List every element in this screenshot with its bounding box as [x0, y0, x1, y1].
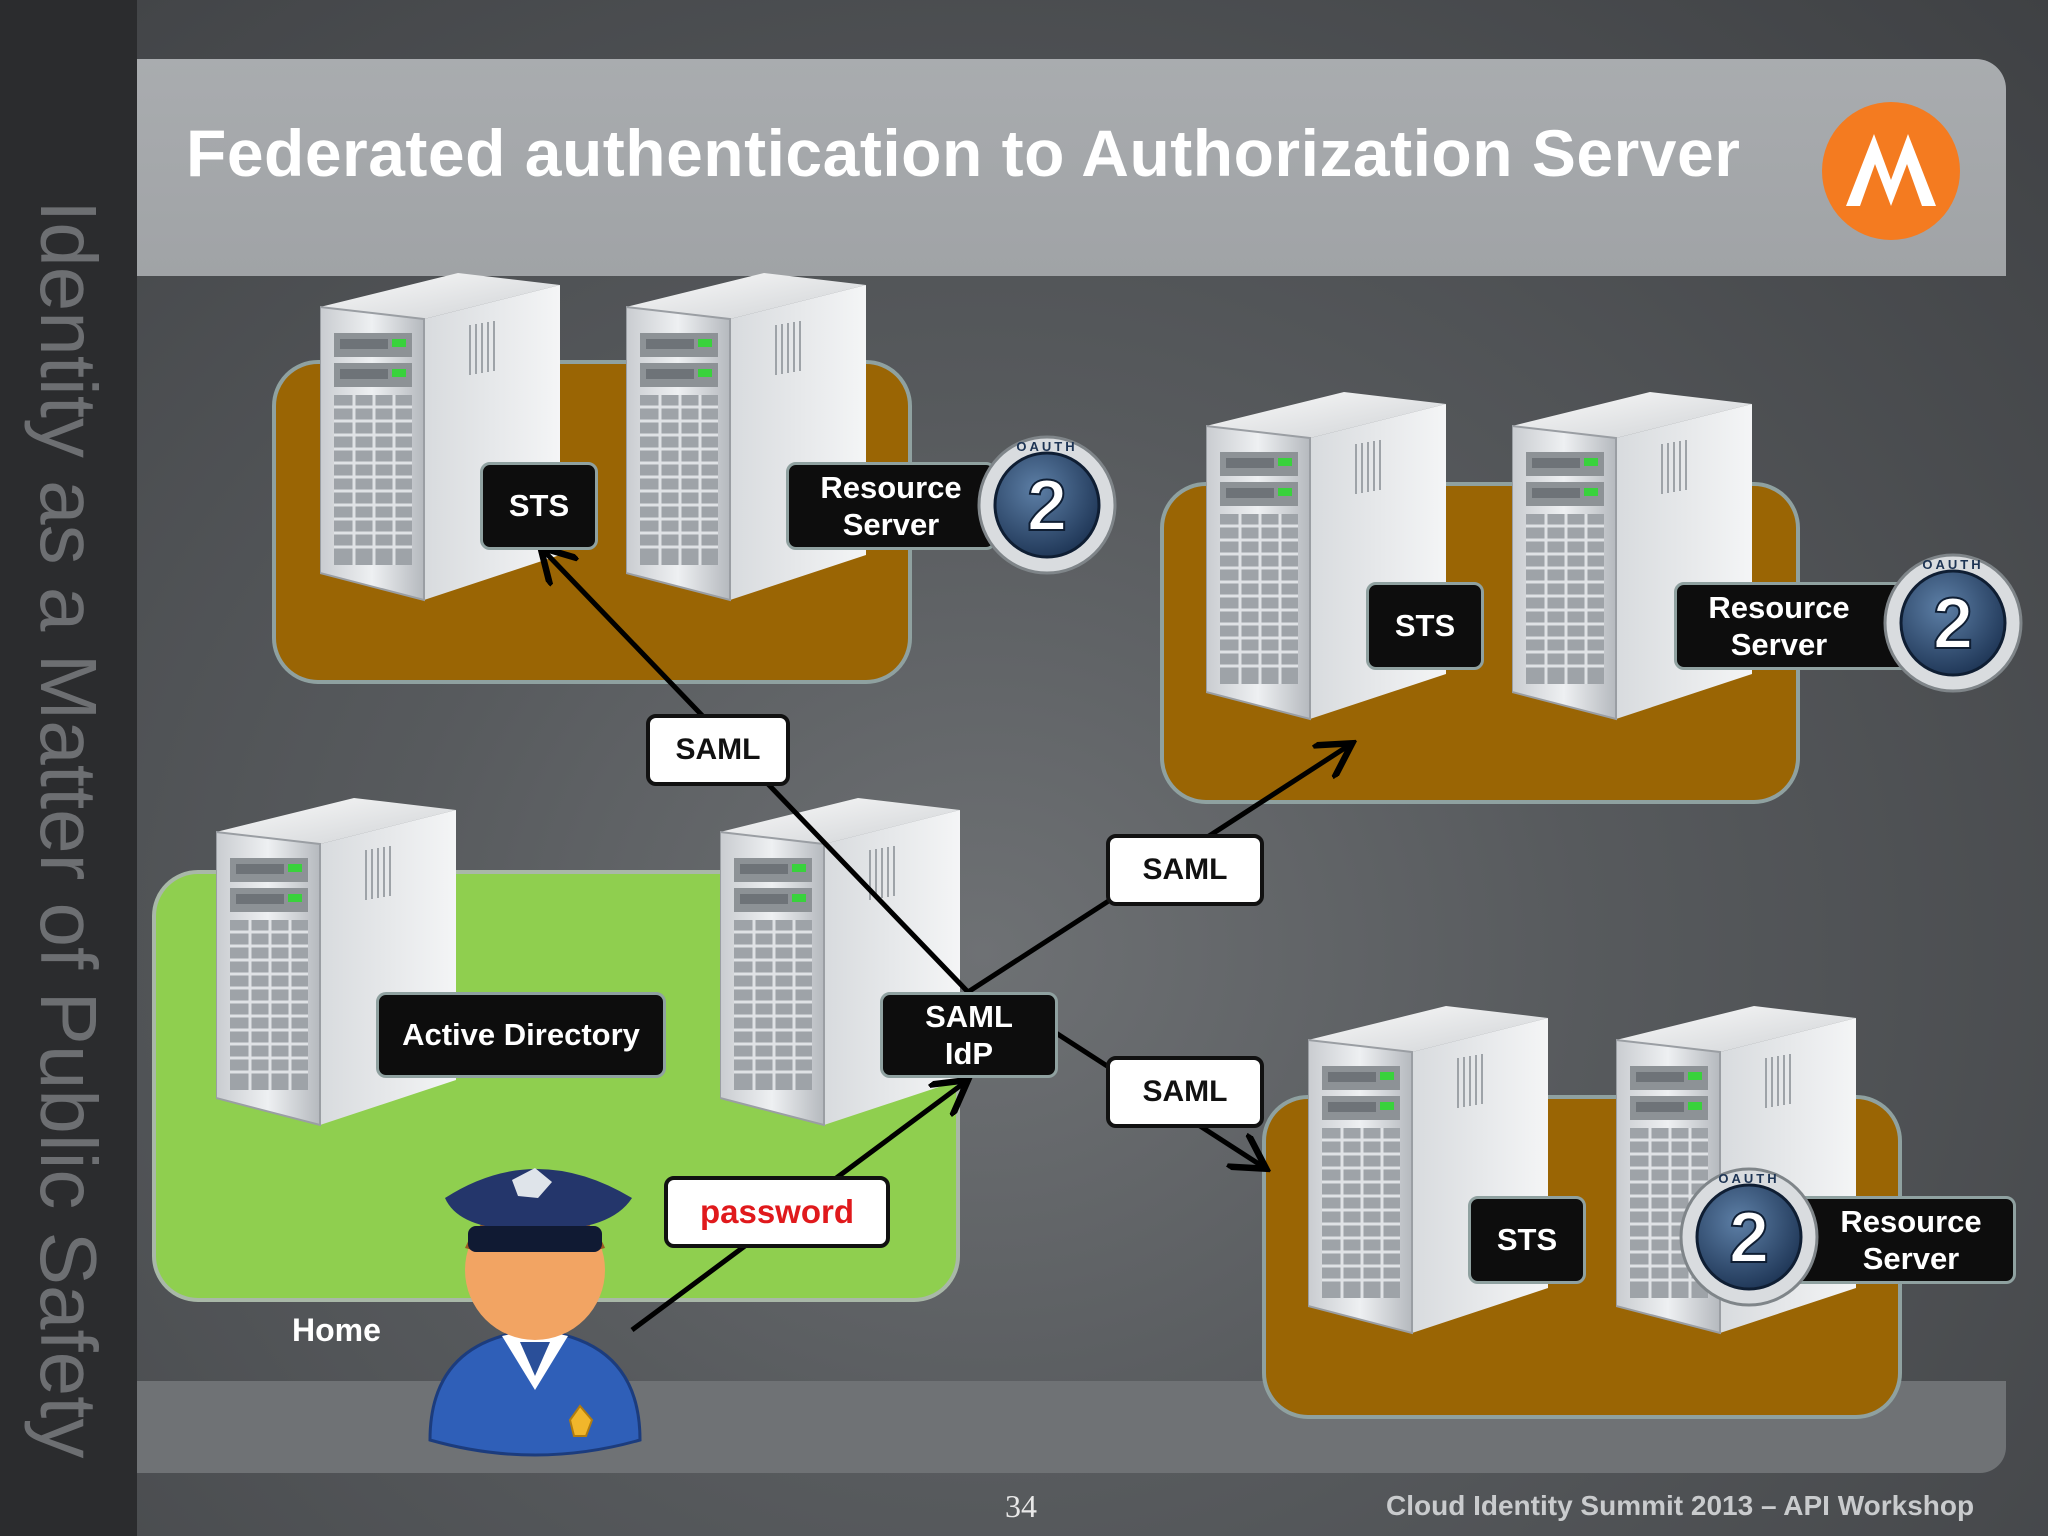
saml-flow-label: SAML — [646, 714, 790, 786]
footer-text: Cloud Identity Summit 2013 – API Worksho… — [1386, 1490, 1975, 1521]
motorola-logo-icon — [1822, 102, 1960, 240]
sts-label: STS — [480, 462, 598, 550]
oauth-badge-text: OAUTH — [1718, 1171, 1779, 1186]
oauth-badge-text: OAUTH — [1016, 439, 1077, 454]
sts-label: STS — [1468, 1196, 1586, 1284]
oauth-badge-text: OAUTH — [1922, 557, 1983, 572]
police-officer-icon — [420, 1140, 650, 1465]
resource-server-text: Resource Server — [820, 469, 962, 542]
resource-server-label: Resource Server — [786, 462, 996, 550]
oauth-badge-icon: 2 OAUTH — [1882, 552, 2024, 694]
sts-label: STS — [1366, 582, 1484, 670]
slide-title: Federated authentication to Authorizatio… — [186, 116, 1741, 190]
oauth-badge-number: 2 — [1933, 584, 1973, 664]
saml-idp-label: SAML IdP — [880, 992, 1058, 1078]
oauth-badge-number: 2 — [1729, 1198, 1769, 1278]
resource-server-text: Resource Server — [1840, 1203, 1982, 1276]
oauth-badge-icon: 2 OAUTH — [1678, 1166, 1820, 1308]
sidebar — [0, 0, 137, 1536]
page-number: 34 — [1005, 1488, 1037, 1524]
saml-idp-text: SAML IdP — [925, 998, 1013, 1071]
saml-flow-label: SAML — [1106, 834, 1264, 906]
active-directory-label: Active Directory — [376, 992, 666, 1078]
title-band — [137, 59, 2006, 276]
password-label: password — [664, 1176, 890, 1248]
resource-server-text: Resource Server — [1708, 589, 1850, 662]
home-zone-label: Home — [292, 1312, 381, 1348]
oauth-badge-icon: 2 OAUTH — [976, 434, 1118, 576]
oauth-badge-number: 2 — [1027, 466, 1067, 546]
saml-flow-label: SAML — [1106, 1056, 1264, 1128]
